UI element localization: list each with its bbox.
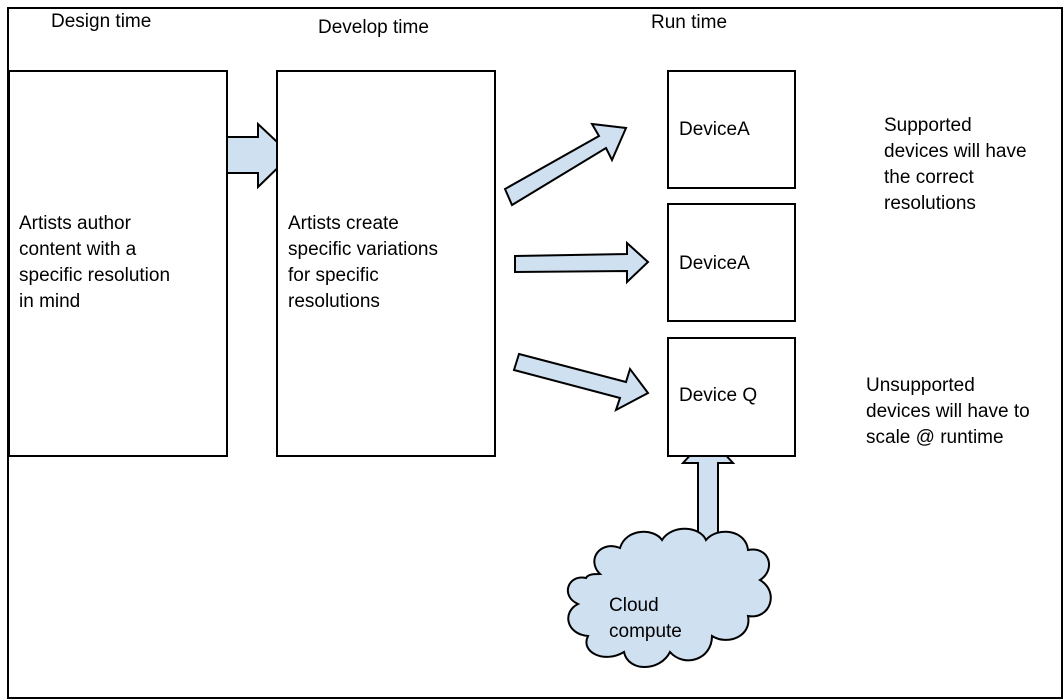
device-box-1	[667, 70, 796, 189]
develop-box-text: Artists create specific variations for s…	[288, 213, 438, 312]
supported-note: Supported devices will have the correct …	[884, 115, 1027, 214]
unsupported-note: Unsupported devices will have to scale @…	[866, 375, 1030, 448]
develop-to-device2-arrow	[514, 240, 650, 285]
design-box	[8, 70, 228, 457]
device-box-3	[667, 337, 796, 457]
design-time-heading: Design time	[51, 11, 152, 32]
design-box-text: Artists author content with a specific r…	[19, 213, 171, 312]
develop-to-device3-arrow	[512, 352, 650, 413]
run-time-heading: Run time	[651, 12, 728, 33]
device-box-2-label: DeviceA	[679, 253, 750, 274]
device-box-3-label: Device Q	[679, 385, 758, 406]
cloud-shape	[566, 527, 772, 668]
develop-to-device1-arrow	[503, 122, 628, 207]
cloud-label: Cloud compute	[609, 595, 682, 642]
develop-box	[276, 70, 496, 457]
develop-time-heading: Develop time	[318, 17, 429, 38]
device-box-1-label: DeviceA	[679, 119, 750, 140]
device-box-2	[667, 203, 796, 322]
